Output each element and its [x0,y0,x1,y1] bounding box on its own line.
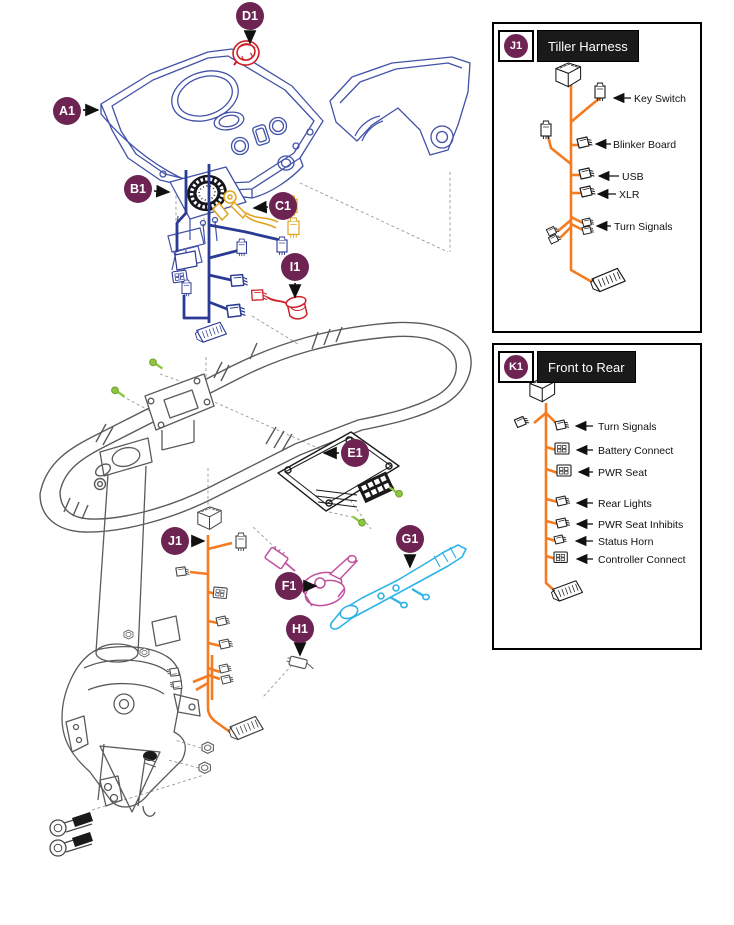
callout-f1: F1 [275,572,303,600]
label-arrows [594,92,631,232]
panel-header: K1 Front to Rear [498,351,636,383]
callout-i1: I1 [281,253,309,281]
handlebar-frame [39,321,472,533]
throttle-lever [329,544,467,630]
tiller-harness-drawing: Key Switch Blinker Board USB XLR Turn Si… [540,62,686,294]
callout-j1: J1 [161,527,189,555]
console-wiring-harness [175,164,288,344]
charger-inhibit-connector [249,287,308,320]
label-pwr-seat: PWR Seat [598,467,647,479]
callout-arrows [83,30,417,657]
label-blinker-board: Blinker Board [613,139,676,151]
label-usb: USB [622,171,644,183]
label-pwr-seat-inhibits: PWR Seat Inhibits [598,519,683,531]
callout-b1: B1 [124,175,152,203]
mounting-bolts [49,812,93,857]
panel-badge-k1: K1 [504,355,528,379]
label-arrows [574,420,593,565]
harness-wires [533,403,559,593]
callout-h1: H1 [286,615,314,643]
label-rear-lights: Rear Lights [598,498,652,510]
hex-nuts [198,741,214,774]
key-knob [232,40,260,66]
label-controller-connect: Controller Connect [598,554,686,566]
label-turn-signals: Turn Signals [614,221,673,233]
harness-connectors [540,62,627,294]
callout-e1: E1 [341,439,369,467]
harness-wires [546,84,601,284]
callout-g1: G1 [396,525,424,553]
horn-connector [286,655,314,670]
callout-a1: A1 [53,97,81,125]
console-rear-cover [329,56,471,156]
panel-header: J1 Tiller Harness [498,30,639,62]
tiller-stem-and-base [61,373,215,817]
callout-c1: C1 [269,192,297,220]
panel-badge-box: K1 [498,351,534,383]
console-housing [100,48,324,199]
panel-badge-box: J1 [498,30,534,62]
label-turn-signals: Turn Signals [598,421,657,433]
tiller-harness-insitu [165,506,265,742]
panel-front-to-rear: Turn Signals Battery Connect PWR Seat Re… [492,343,702,650]
panel-badge-j1: J1 [504,34,528,58]
panel-title-tiller-harness: Tiller Harness [537,30,639,62]
panel-title-front-to-rear: Front to Rear [537,351,636,383]
harness-connectors [513,377,584,603]
front-to-rear-drawing: Turn Signals Battery Connect PWR Seat Re… [513,377,686,603]
label-key-switch: Key Switch [634,93,686,105]
label-status-horn: Status Horn [598,536,654,548]
panel-tiller-harness: Key Switch Blinker Board USB XLR Turn Si… [492,22,702,333]
label-battery-connect: Battery Connect [598,445,673,457]
label-xlr: XLR [619,189,640,201]
key-switch [211,190,300,239]
callout-d1: D1 [236,2,264,30]
